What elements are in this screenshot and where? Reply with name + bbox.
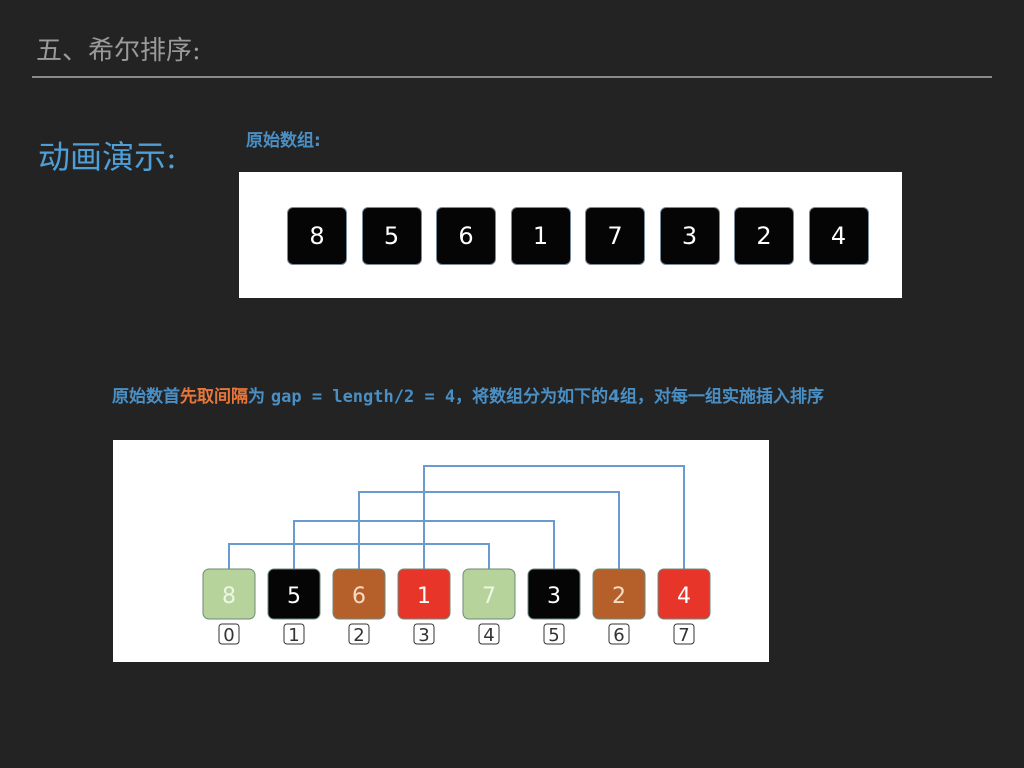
group-cell — [267, 568, 321, 620]
cell-value: 6 — [352, 584, 366, 609]
cell-index: 6 — [613, 625, 624, 646]
index-box — [608, 623, 630, 645]
index-box — [413, 623, 435, 645]
gap-description: 原始数首先取间隔为 gap = length/2 = 4，将数组分为如下的4组，… — [112, 382, 824, 407]
group-connector — [423, 465, 685, 569]
index-box — [673, 623, 695, 645]
cell-value: 1 — [417, 584, 431, 609]
gap-groups-diagram: 8 0 5 1 6 2 1 3 7 4 3 5 2 6 4 7 — [202, 465, 711, 646]
gap-groups-panel: 8 0 5 1 6 2 1 3 7 4 3 5 2 6 4 7 — [113, 440, 769, 662]
cell-index: 1 — [288, 625, 299, 646]
desc-code: gap = length/2 = 4 — [270, 387, 456, 407]
divider — [32, 76, 992, 78]
index-box — [348, 623, 370, 645]
group-cell — [657, 568, 711, 620]
array-cell: 3 — [659, 207, 720, 265]
index-box — [543, 623, 565, 645]
desc-highlight: 先取间隔 — [180, 387, 248, 407]
array-cell: 1 — [510, 207, 571, 265]
cell-value: 3 — [547, 584, 561, 609]
cell-value: 4 — [677, 584, 691, 609]
group-cell — [592, 568, 646, 620]
array-cell: 8 — [287, 207, 347, 265]
group-cell — [462, 568, 516, 620]
index-box — [478, 623, 500, 645]
original-array-label: 原始数组: — [246, 131, 321, 151]
group-cell — [397, 568, 451, 620]
group-cell — [332, 568, 386, 620]
index-box — [283, 623, 305, 645]
demo-label: 动画演示: — [38, 138, 177, 176]
cell-index: 7 — [678, 625, 689, 646]
cell-value: 5 — [287, 584, 301, 609]
desc-text: 为 — [248, 387, 271, 407]
desc-text: 原始数首 — [112, 387, 180, 407]
array-cell: 6 — [436, 207, 496, 265]
index-box — [218, 623, 240, 645]
array-cell: 4 — [808, 207, 869, 265]
desc-text: ，将数组分为如下的4组，对每一组实施插入排序 — [455, 387, 824, 407]
cell-index: 0 — [223, 625, 234, 646]
cell-value: 2 — [612, 584, 626, 609]
group-cell — [527, 568, 581, 620]
group-cell — [202, 568, 256, 620]
cell-value: 7 — [482, 584, 496, 609]
cell-value: 8 — [222, 584, 236, 609]
cell-index: 2 — [353, 625, 364, 646]
section-title: 五、希尔排序: — [36, 36, 201, 66]
group-connector — [358, 491, 620, 569]
cell-index: 5 — [548, 625, 559, 646]
array-cell: 7 — [585, 207, 645, 265]
array-cell: 5 — [361, 207, 422, 265]
cell-index: 3 — [418, 625, 429, 646]
array-cell: 2 — [734, 207, 794, 265]
cell-index: 4 — [483, 625, 494, 646]
